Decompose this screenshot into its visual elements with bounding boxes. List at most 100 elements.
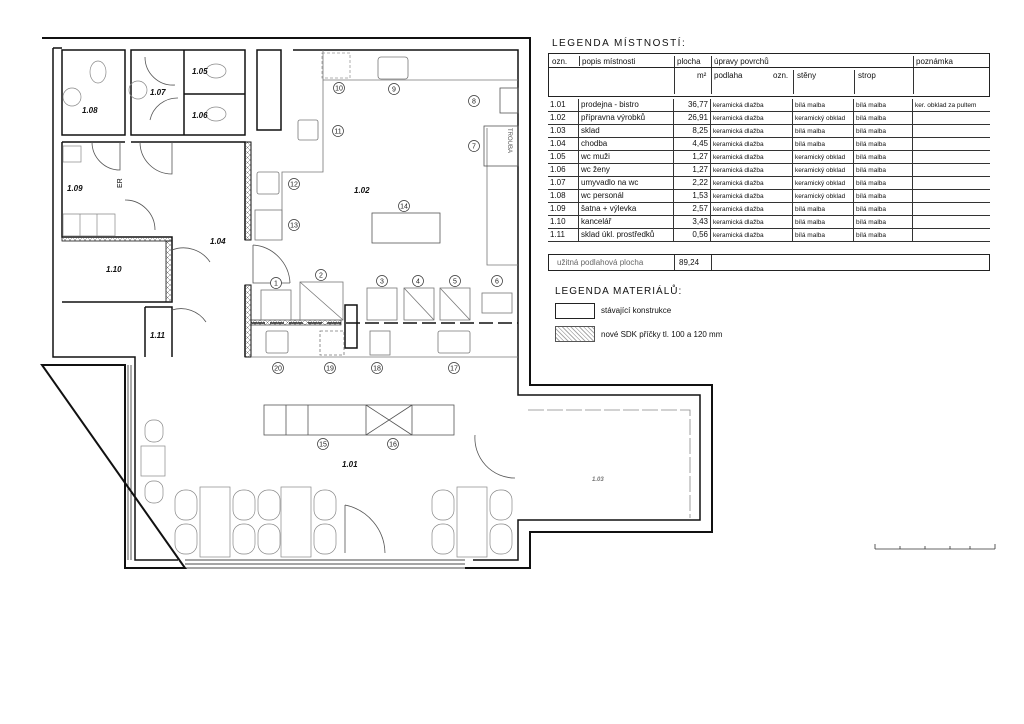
room-1-07-block <box>130 49 246 136</box>
cell-popis: kancelář <box>581 217 612 226</box>
total-row: užitná podlahová plocha 89,24 <box>548 254 990 271</box>
fixture-number: 14 <box>400 204 408 211</box>
fixture-marker: 2 <box>315 269 327 281</box>
fixture-marker: 19 <box>324 362 336 374</box>
cell-popis: přípravna výrobků <box>581 113 646 122</box>
cell-plocha: 36,77 <box>687 100 708 109</box>
cell-popis: sklad úkl. prostředků <box>581 230 655 239</box>
er-label: ER <box>117 178 124 188</box>
fixture-marker: 11 <box>332 125 344 137</box>
cell-steny: keramický obklad <box>795 179 846 187</box>
cell-strop: bílá malba <box>856 231 886 239</box>
new-partition-swatch <box>555 326 595 342</box>
fixture-circle <box>288 178 300 190</box>
fixture-circle <box>333 82 345 94</box>
fixture-circle <box>270 277 282 289</box>
fixture-number: 15 <box>319 442 327 449</box>
cell-strop: bílá malba <box>856 205 886 213</box>
cell-podlaha: keramická dlažba <box>713 218 764 226</box>
cell-strop: bílá malba <box>856 153 886 161</box>
window <box>185 559 465 569</box>
cell-ozn: 1.06 <box>550 165 566 174</box>
header-upravy: úpravy povrchů <box>714 57 769 66</box>
cell-steny: keramický obklad <box>795 192 846 200</box>
room-label: 1.03 <box>592 477 604 483</box>
fixture-number: 3 <box>380 279 384 286</box>
rooms-legend-title: LEGENDA MÍSTNOSTÍ: <box>552 38 687 49</box>
fixture-number: 20 <box>274 366 282 373</box>
fixture-number: 18 <box>373 366 381 373</box>
cell-podlaha: keramická dlažba <box>713 114 764 122</box>
fixture-number: 2 <box>319 273 323 280</box>
fixture-number: 13 <box>290 223 298 230</box>
fixture-marker: 12 <box>288 178 300 190</box>
fixture-number: 17 <box>450 366 458 373</box>
fixture-marker: 8 <box>468 95 480 107</box>
room-label: 1.02 <box>354 186 370 195</box>
cell-plocha: 0,56 <box>692 230 708 239</box>
fixture-circle <box>468 95 480 107</box>
cell-popis: prodejna - bistro <box>581 100 639 109</box>
cell-podlaha: keramická dlažba <box>713 231 764 239</box>
fixture-number: 7 <box>472 144 476 151</box>
header-poznamka: poznámka <box>916 57 953 66</box>
cell-poznamka: ker. obklad za pultem <box>915 101 977 109</box>
cell-podlaha: keramická dlažba <box>713 192 764 200</box>
fixture-circle <box>388 83 400 95</box>
fixture-circle <box>315 269 327 281</box>
oven <box>483 125 519 167</box>
fixture-circle <box>371 362 383 374</box>
fixture-number: 12 <box>290 182 298 189</box>
material-new-sdk: nové SDK příčky tl. 100 a 120 mm <box>601 330 723 339</box>
fixture-circle <box>272 362 284 374</box>
header-unit: m² <box>697 71 707 80</box>
existing-structure-swatch <box>555 303 595 319</box>
room-label: 1.09 <box>67 184 83 193</box>
cell-popis: umyvadlo na wc <box>581 178 639 187</box>
fixture-marker: 10 <box>333 82 345 94</box>
fixture-marker: 4 <box>412 275 424 287</box>
cell-ozn: 1.09 <box>550 204 566 213</box>
shaft <box>256 49 282 131</box>
cell-plocha: 3,43 <box>692 217 708 226</box>
cell-popis: šatna + výlevka <box>581 204 637 213</box>
cell-plocha: 1,27 <box>692 152 708 161</box>
fixture-marker: 16 <box>387 438 399 450</box>
fixture-circle <box>288 219 300 231</box>
cell-strop: bílá malba <box>856 140 886 148</box>
cell-plocha: 2,22 <box>692 178 708 187</box>
cell-plocha: 1,53 <box>692 191 708 200</box>
cell-popis: wc ženy <box>581 165 610 174</box>
cell-ozn: 1.03 <box>550 126 566 135</box>
cell-strop: bílá malba <box>856 166 886 174</box>
outer-wall <box>40 37 713 569</box>
cell-strop: bílá malba <box>856 179 886 187</box>
cell-steny: keramický obklad <box>795 114 846 122</box>
cell-popis: sklad <box>581 126 600 135</box>
scale-bar <box>874 544 996 550</box>
fixture-circle <box>468 140 480 152</box>
fixture-marker: 1 <box>270 277 282 289</box>
fixture-circle <box>376 275 388 287</box>
fixture-number: 10 <box>335 86 343 93</box>
fixture-marker: 7 <box>468 140 480 152</box>
fixture-number: 16 <box>389 442 397 449</box>
header-popis: popis místnosti <box>582 57 636 66</box>
cell-podlaha: keramická dlažba <box>713 140 764 148</box>
fixture-circle <box>387 438 399 450</box>
cell-podlaha: keramická dlažba <box>713 205 764 213</box>
cell-steny: keramický obklad <box>795 166 846 174</box>
cell-plocha: 2,57 <box>692 204 708 213</box>
fixture-marker: 18 <box>371 362 383 374</box>
cell-steny: bílá malba <box>795 140 825 148</box>
fixture-number: 1 <box>274 281 278 288</box>
island-14 <box>371 212 441 244</box>
table-row: 1.09 šatna + výlevka 2,57 keramická dlažba b… <box>548 203 990 216</box>
